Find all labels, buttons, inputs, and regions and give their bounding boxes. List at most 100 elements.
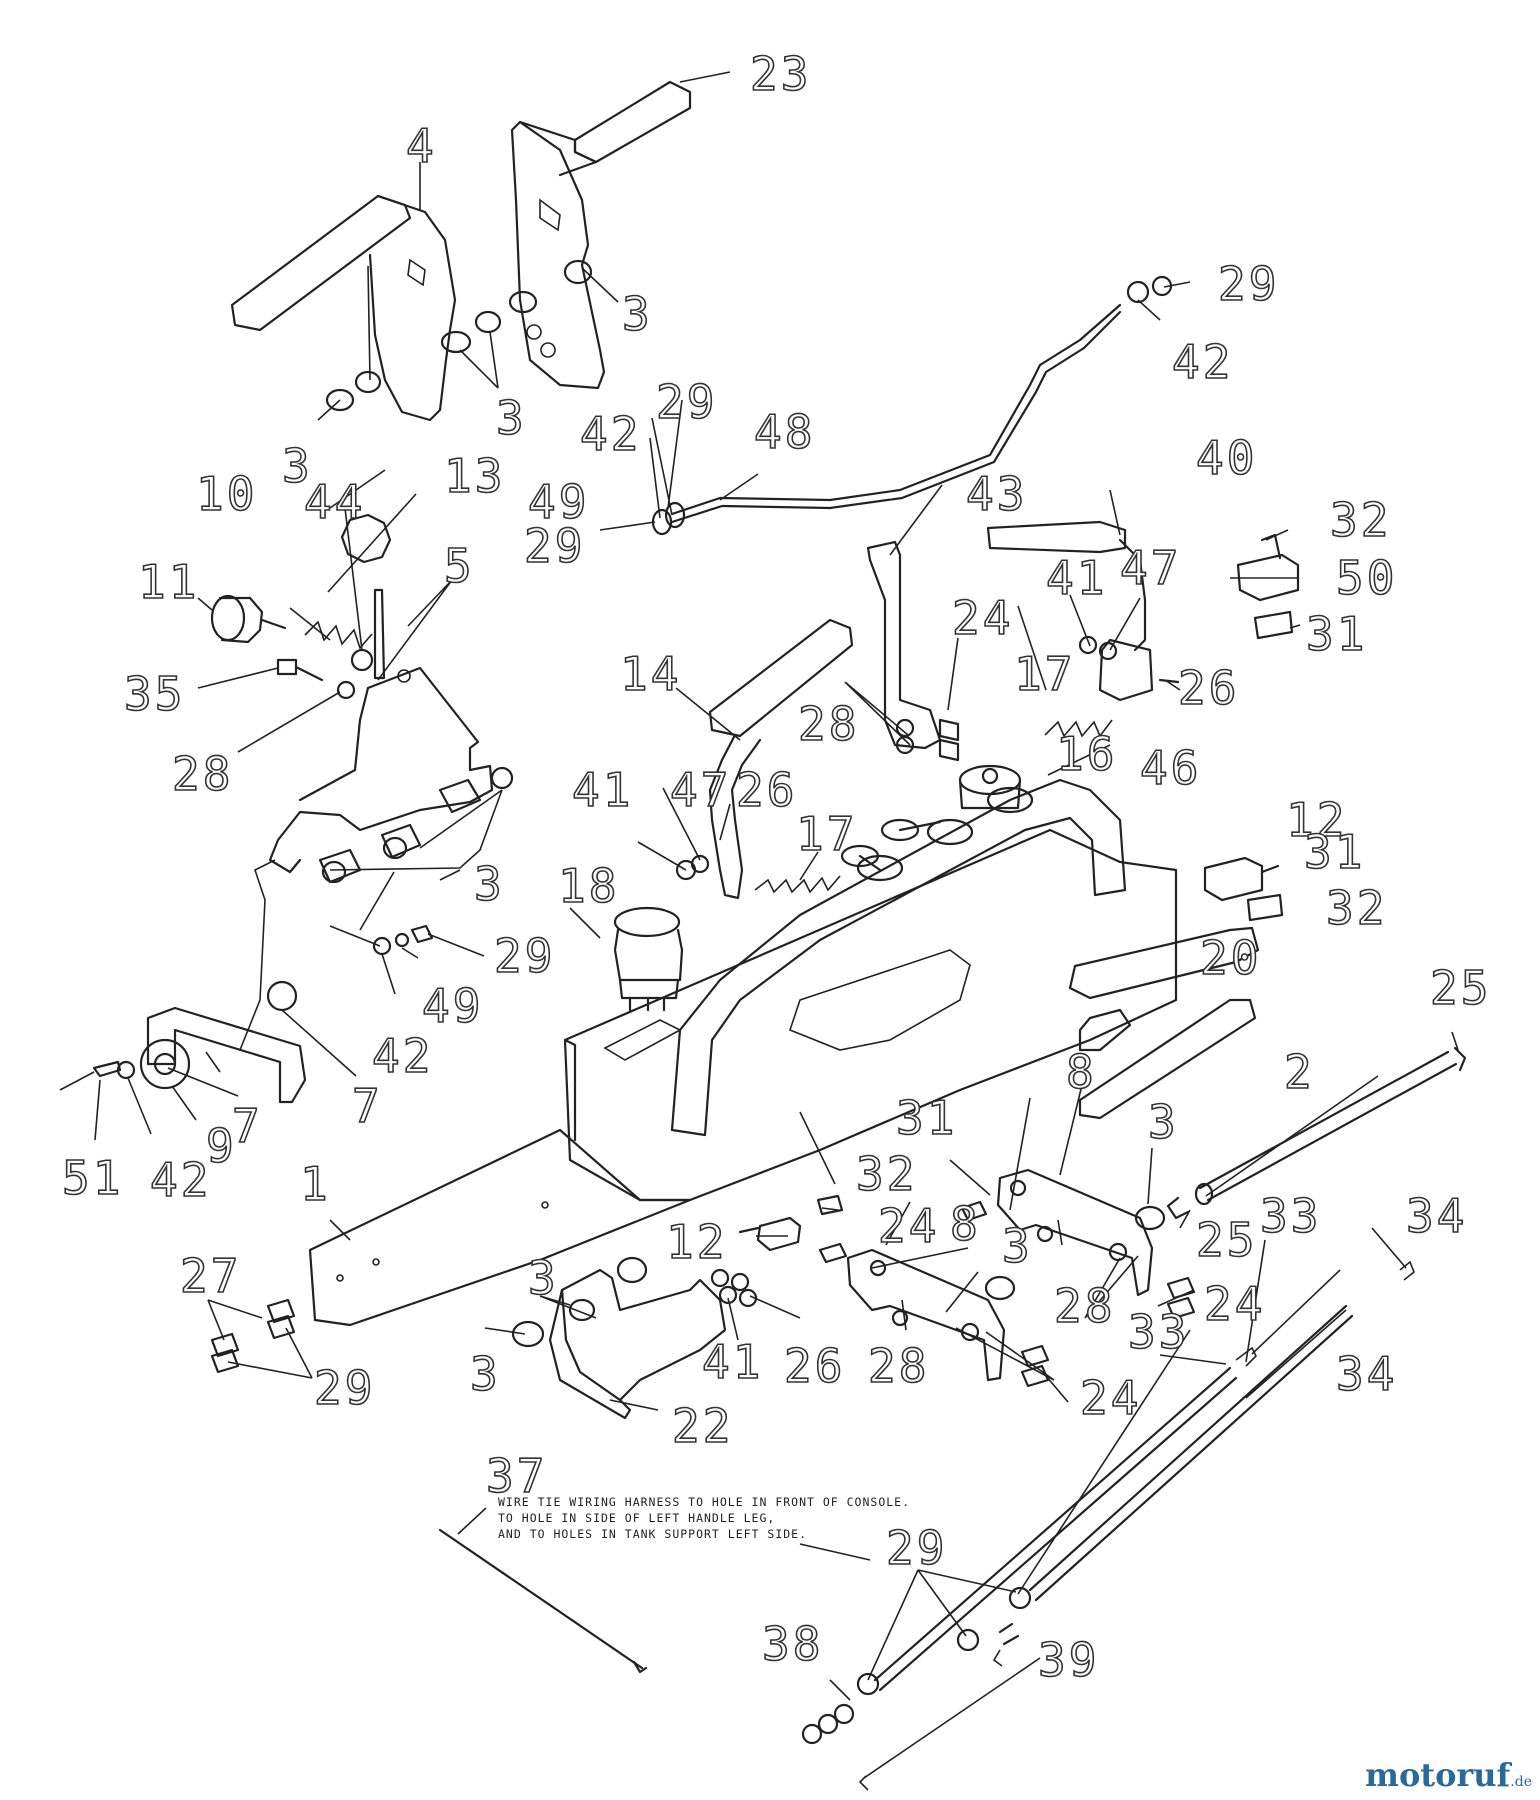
callout-3: 3	[528, 1251, 559, 1305]
hardware-mid-left	[372, 924, 434, 956]
callout-42: 42	[580, 407, 641, 461]
callout-35: 35	[124, 667, 185, 721]
bolts-27	[210, 1298, 296, 1374]
plug-13	[340, 513, 392, 564]
callout-51: 51	[62, 1151, 123, 1205]
lever-23	[510, 80, 692, 390]
note-line-1: WIRE TIE WIRING HARNESS TO HOLE IN FRONT…	[498, 1495, 910, 1509]
bracket-22	[511, 1256, 727, 1420]
callout-10: 10	[196, 467, 257, 521]
callout-2: 2	[1284, 1045, 1315, 1099]
note-line-2: TO HOLE IN SIDE OF LEFT HANDLE LEG,	[498, 1511, 775, 1525]
callout-28: 28	[798, 697, 859, 751]
callout-3: 3	[622, 287, 653, 341]
callout-7: 7	[232, 1099, 263, 1153]
callout-24: 24	[1080, 1371, 1141, 1425]
callout-42: 42	[150, 1153, 211, 1207]
console-46	[563, 778, 1260, 1202]
bracket-7	[59, 980, 307, 1104]
bracket-5	[268, 588, 494, 874]
callout-33: 33	[1128, 1305, 1189, 1359]
callout-16: 16	[1056, 727, 1117, 781]
tank-support-1	[308, 1128, 692, 1327]
callout-3: 3	[282, 439, 313, 493]
callout-26: 26	[736, 763, 797, 817]
callout-29: 29	[314, 1361, 375, 1415]
watermark-suffix: .de	[1510, 1774, 1532, 1790]
callout-44: 44	[304, 475, 365, 529]
callout-41: 41	[572, 763, 633, 817]
callout-27: 27	[180, 1249, 241, 1303]
callout-3: 3	[496, 391, 527, 445]
callout-3: 3	[470, 1347, 501, 1401]
callout-33: 33	[1260, 1189, 1321, 1243]
callout-4: 4	[406, 119, 437, 173]
callout-3: 3	[1002, 1219, 1033, 1273]
callout-26: 26	[784, 1339, 845, 1393]
callout-9: 9	[206, 1119, 237, 1173]
callout-38: 38	[762, 1617, 823, 1671]
callout-49: 49	[528, 475, 589, 529]
callout-29: 29	[1218, 257, 1279, 311]
callout-47: 47	[670, 763, 731, 817]
callout-24: 24	[952, 591, 1013, 645]
bracket-8-rear	[996, 1168, 1166, 1297]
callout-48: 48	[754, 405, 815, 459]
callout-47: 47	[1120, 541, 1181, 595]
watermark-text: motoruf	[1365, 1756, 1511, 1794]
callout-29: 29	[524, 519, 585, 573]
callout-3: 3	[1148, 1095, 1179, 1149]
callout-40: 40	[1196, 431, 1257, 485]
callout-42: 42	[372, 1029, 433, 1083]
callout-23: 23	[750, 47, 811, 101]
switch-50	[1236, 533, 1300, 640]
callout-39: 39	[1038, 1633, 1099, 1687]
callout-14: 14	[620, 647, 681, 701]
lever-4	[230, 194, 457, 422]
callout-28: 28	[172, 747, 233, 801]
callout-20: 20	[1200, 931, 1261, 985]
bushing-group-top	[325, 259, 593, 412]
spring-17-right	[1044, 719, 1113, 738]
callout-17: 17	[796, 807, 857, 861]
callout-25: 25	[1430, 961, 1491, 1015]
callout-31: 31	[896, 1091, 957, 1145]
callout-8: 8	[1066, 1045, 1097, 1099]
callout-43: 43	[966, 467, 1027, 521]
callout-12: 12	[666, 1215, 727, 1269]
callout-29: 29	[886, 1521, 947, 1575]
callout-18: 18	[558, 859, 619, 913]
switch-18	[613, 906, 684, 1012]
callout-34: 34	[1406, 1189, 1467, 1243]
watermark-logo: motoruf.de	[1365, 1756, 1532, 1794]
lever-40	[986, 520, 1180, 702]
callout-41: 41	[702, 1335, 763, 1389]
callout-25: 25	[1196, 1213, 1257, 1267]
callout-8: 8	[950, 1197, 981, 1251]
hardware-22	[710, 1268, 758, 1308]
callout-29: 29	[494, 929, 555, 983]
callout-46: 46	[1140, 741, 1201, 795]
leader-lines	[94, 71, 1459, 1779]
switch-12-lower	[738, 1194, 844, 1252]
callout-5: 5	[444, 539, 475, 593]
note-line-3: AND TO HOLES IN TANK SUPPORT LEFT SIDE.	[498, 1527, 807, 1541]
lever-14	[675, 618, 854, 900]
callout-42: 42	[1172, 335, 1233, 389]
rod-48	[651, 275, 1173, 536]
callout-50: 50	[1336, 551, 1397, 605]
callout-34: 34	[1336, 1347, 1397, 1401]
callout-41: 41	[1046, 551, 1107, 605]
callout-32: 32	[856, 1147, 917, 1201]
callout-31: 31	[1306, 607, 1367, 661]
bolts-24	[818, 1200, 1196, 1388]
callout-26: 26	[1178, 661, 1239, 715]
callout-7: 7	[352, 1079, 383, 1133]
callout-labels: 1 2 3 3 3 3 3 3 3 3 4 5 7 7 8 8 9 10 11 …	[61, 46, 1491, 1688]
callout-29: 29	[656, 375, 717, 429]
callout-28: 28	[1054, 1279, 1115, 1333]
callout-24: 24	[878, 1199, 939, 1253]
callout-3: 3	[474, 857, 505, 911]
callout-1: 1	[300, 1157, 331, 1211]
callout-17: 17	[1014, 647, 1075, 701]
